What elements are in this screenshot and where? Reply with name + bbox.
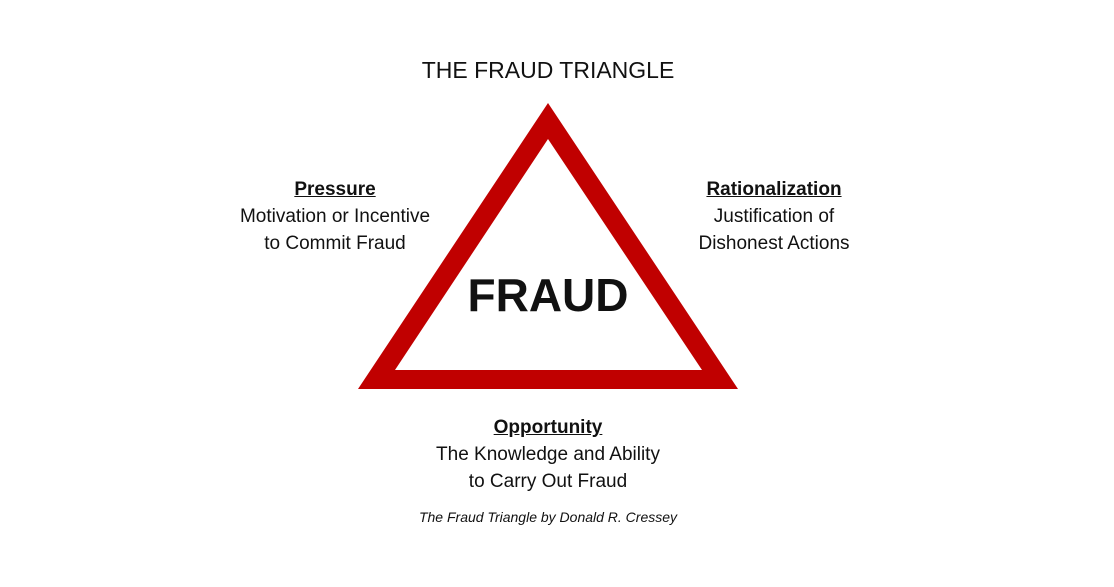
- opportunity-block: Opportunity The Knowledge and Ability to…: [436, 414, 660, 495]
- diagram-title: THE FRAUD TRIANGLE: [421, 57, 675, 83]
- opportunity-line1: The Knowledge and Ability: [436, 444, 660, 465]
- caption: The Fraud Triangle by Donald R. Cressey: [418, 509, 678, 525]
- rationalization-heading: Rationalization: [706, 179, 842, 200]
- center-label: FRAUD: [467, 269, 629, 321]
- pressure-line2: to Commit Fraud: [264, 233, 406, 254]
- opportunity-heading: Opportunity: [493, 417, 603, 438]
- rationalization-line1: Justification of: [713, 206, 835, 227]
- rationalization-block: Rationalization Justification of Dishone…: [698, 176, 849, 257]
- pressure-block: Pressure Motivation or Incentive to Comm…: [240, 176, 430, 257]
- pressure-heading: Pressure: [294, 179, 376, 200]
- fraud-triangle: [358, 103, 738, 389]
- opportunity-line2: to Carry Out Fraud: [468, 471, 628, 492]
- rationalization-line2: Dishonest Actions: [698, 233, 850, 254]
- pressure-line1: Motivation or Incentive: [239, 206, 431, 227]
